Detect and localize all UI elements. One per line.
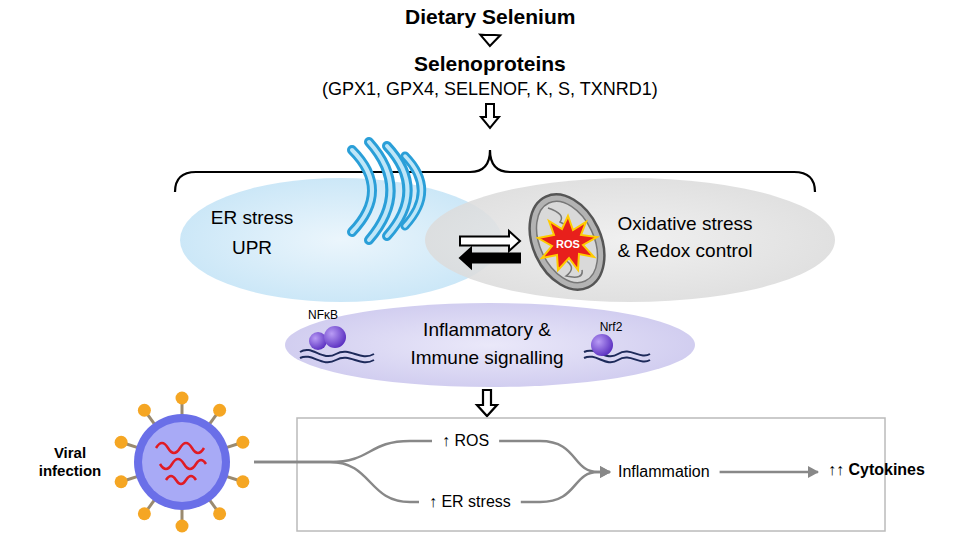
protein bbox=[591, 334, 613, 356]
signalling-ellipse: NFκB Inflammatory & Immune signalling Nrf2 bbox=[285, 303, 695, 387]
node-text: ↑ ROS bbox=[442, 431, 489, 451]
virus-core bbox=[142, 422, 222, 502]
flow-connector bbox=[720, 471, 818, 474]
flow-connector bbox=[254, 462, 419, 502]
flow-connector bbox=[254, 441, 432, 462]
hollow-arrow bbox=[481, 104, 499, 128]
protein bbox=[324, 326, 346, 348]
node-text: ER stress bbox=[202, 206, 302, 230]
node-text: NFκB bbox=[303, 308, 343, 323]
input-label: Dietary Selenium bbox=[401, 2, 579, 32]
burst-label: ROS bbox=[556, 237, 580, 251]
node-text: ↑↑ Cytokines bbox=[828, 460, 925, 480]
virus-spike-tip bbox=[138, 404, 151, 417]
virus-spike-tip bbox=[236, 475, 249, 488]
ellipse-outline bbox=[180, 178, 502, 302]
virus-spike-tip bbox=[138, 507, 151, 520]
node-text: UPR bbox=[202, 236, 302, 260]
node-text: Oxidative stress & Redox control bbox=[609, 210, 761, 264]
flow-connector bbox=[499, 441, 610, 472]
virus-spike-tip bbox=[236, 436, 249, 449]
virus-spike-tip bbox=[115, 475, 128, 488]
selenoprotein-group: Selenoproteins(GPX1, GPX4, SELENOF, K, S… bbox=[318, 48, 662, 103]
node-text: Nrf2 bbox=[591, 320, 631, 335]
block-arrow-shape bbox=[480, 35, 500, 46]
er-stress-ellipse: ER stressUPR bbox=[180, 178, 502, 302]
output-label: ↑↑ Cytokines bbox=[824, 458, 929, 482]
viral-rna bbox=[160, 459, 206, 469]
node-text: Inflammation bbox=[618, 462, 710, 482]
node-text: (GPX1, GPX4, SELENOF, K, S, TXNRD1) bbox=[322, 77, 658, 101]
virus-envelope bbox=[134, 414, 230, 510]
ellipse-outline bbox=[285, 303, 695, 387]
block-arrow bbox=[480, 35, 500, 46]
flow-connector bbox=[521, 472, 610, 502]
virus-spike-tip bbox=[115, 436, 128, 449]
virus-spike-tip bbox=[213, 507, 226, 520]
node-text: Viral infection bbox=[30, 444, 110, 480]
ellipse-shape bbox=[425, 178, 835, 302]
virus-spike-tip bbox=[213, 404, 226, 417]
viral-rna bbox=[156, 443, 204, 453]
process-label: ↑ ER stress bbox=[425, 490, 515, 514]
viral-rna bbox=[166, 476, 196, 484]
node-text: Selenoproteins bbox=[414, 50, 566, 77]
virus-spike-tip bbox=[176, 392, 189, 405]
virus-spike-tip bbox=[176, 520, 189, 533]
ros-burst bbox=[538, 216, 597, 270]
hollow-arrow bbox=[477, 390, 497, 416]
node-text: ↑ ER stress bbox=[429, 492, 511, 512]
node-text: Dietary Selenium bbox=[405, 4, 575, 30]
virus-icon bbox=[115, 392, 250, 533]
node-text: Inflammatory & Immune signalling bbox=[397, 316, 577, 372]
virus-spikes bbox=[115, 392, 250, 533]
process-label: Inflammation bbox=[614, 460, 714, 484]
virus-node: Viral infection bbox=[30, 393, 252, 531]
process-frame bbox=[297, 418, 885, 531]
process-label: ↑ ROS bbox=[438, 429, 493, 453]
oxidative-stress-ellipse: Oxidative stress & Redox control bbox=[425, 178, 835, 302]
ellipse-shape bbox=[285, 303, 695, 387]
